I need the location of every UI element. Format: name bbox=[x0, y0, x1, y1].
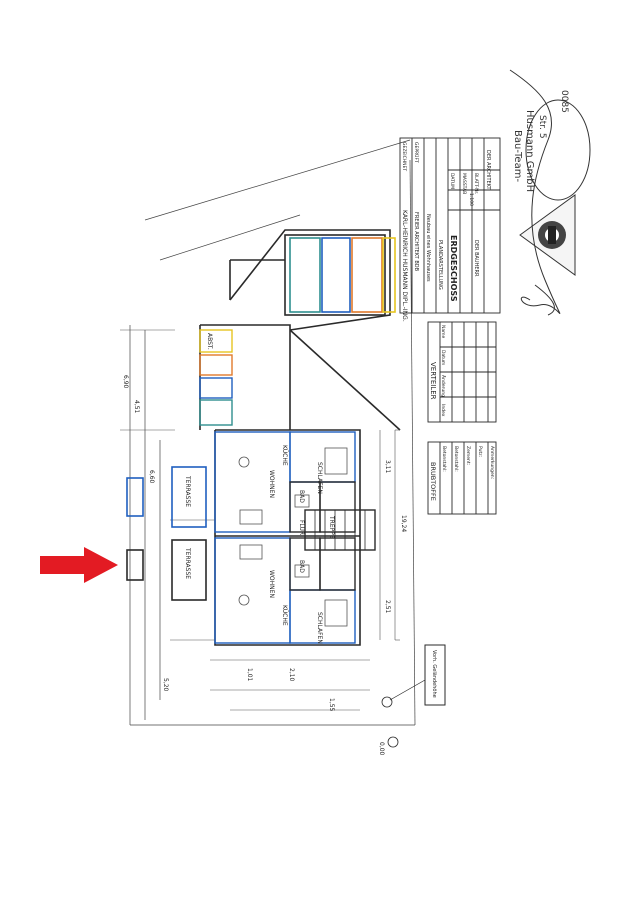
title-project: Neubau eines Wohnhauses bbox=[425, 214, 431, 282]
room-terrasse-bottom: TERRASSE bbox=[184, 547, 191, 579]
room-kueche-bottom: KÜCHE bbox=[281, 605, 288, 626]
room-kueche-top: KÜCHE bbox=[281, 445, 288, 466]
company-stamp: Bau-Team- Husmann GmbH Str. 5 0085 bbox=[509, 69, 591, 316]
brandstoffe-row-4: Anmerkungen: bbox=[489, 446, 495, 479]
brandstoffe-title: BRUBTOFFE bbox=[429, 462, 437, 501]
unit-top bbox=[214, 431, 356, 533]
dim-height-b: 4,51 bbox=[133, 400, 140, 414]
title-field-datum: DATUM bbox=[449, 173, 455, 189]
dim-stair-a: 2,51 bbox=[384, 600, 391, 614]
site-boundary bbox=[129, 139, 416, 726]
brandstoffe-row-1: Betonstahl: bbox=[453, 446, 459, 472]
title-plan-name: ERDGESCHOSS bbox=[449, 235, 458, 302]
title-plan-label: PLANDARSTELLUNG bbox=[437, 240, 443, 290]
title-block bbox=[399, 137, 501, 314]
brandstoffe-row-3: Putz: bbox=[477, 446, 483, 457]
dim-small-b: 2,10 bbox=[288, 668, 295, 682]
title-architekt-label: DER ARCHITEKT bbox=[485, 150, 491, 191]
stamp-line-4: 0085 bbox=[559, 90, 569, 113]
terrain-note: Vorh. Geländehöhe bbox=[381, 644, 446, 748]
stamp-line-2: Husmann GmbH bbox=[524, 110, 535, 192]
dim-level: 0,00 bbox=[378, 742, 385, 756]
title-bauherr-label: DER BAUHERR bbox=[473, 240, 479, 277]
dim-small-c: 1,55 bbox=[328, 698, 335, 712]
room-abstell: ABST. bbox=[206, 333, 213, 350]
dim-small-a: 1,01 bbox=[246, 668, 253, 682]
dim-left-b: 6,60 bbox=[148, 470, 155, 484]
brandstoffe-row-0: Betonstahl: bbox=[441, 446, 447, 472]
room-treppe: TREPPE bbox=[328, 515, 335, 539]
title-field-gezeichnet: GEZEICHNET bbox=[401, 142, 407, 171]
brandstoffe-table bbox=[427, 441, 497, 515]
title-field-massstab: MASSTAB bbox=[461, 173, 467, 194]
verteiler-header-0: Index bbox=[440, 404, 446, 417]
dimension-lines bbox=[120, 329, 400, 711]
title-field-blatt: BLATT-Nr. bbox=[473, 173, 479, 194]
verteiler-header-2: Datum bbox=[440, 350, 446, 365]
dim-stair-b: 3,11 bbox=[384, 460, 391, 474]
room-labels: SCHLAFEN SCHLAFEN TERRASSE TERRASSE WOHN… bbox=[184, 333, 335, 644]
room-bad-top: BAD bbox=[298, 490, 305, 503]
dim-height-a: 5,20 bbox=[162, 678, 169, 692]
stamp-line-1: Bau-Team- bbox=[512, 130, 523, 182]
room-bad-bottom: BAD bbox=[298, 560, 305, 573]
room-wohnen-top: WOHNEN bbox=[268, 470, 275, 498]
outbuilding bbox=[229, 234, 396, 316]
brandstoffe-row-2: Zement: bbox=[465, 446, 471, 465]
title-field-geprueft: GEPRÜFT bbox=[413, 142, 420, 163]
dim-left-a: 6,90 bbox=[122, 375, 129, 389]
room-wohnen-bottom: WOHNEN bbox=[268, 570, 275, 598]
room-terrasse-top: TERRASSE bbox=[184, 475, 191, 507]
furniture bbox=[238, 447, 348, 627]
title-architect-sub: FREIER ARCHITEKT BDB bbox=[413, 212, 419, 272]
room-schlafen-bottom: SCHLAFEN bbox=[316, 612, 323, 644]
unit-bottom bbox=[214, 537, 356, 644]
dimension-labels: 19,24 6,90 6,60 5,20 4,51 2,51 3,11 1,01… bbox=[122, 375, 407, 756]
title-architect: KARL-HEINRICH HUSMANN DIPL.-ING. bbox=[401, 210, 408, 322]
verteiler-header-1: Änderung bbox=[440, 375, 447, 397]
red-arrow-icon bbox=[40, 547, 118, 583]
terrain-note-text: Vorh. Geländehöhe bbox=[431, 650, 437, 698]
dim-overall: 19,24 bbox=[400, 515, 407, 532]
storage-rooms bbox=[199, 329, 233, 426]
staircase bbox=[304, 509, 376, 551]
terraces bbox=[126, 466, 207, 601]
room-flur: FLUR bbox=[298, 520, 305, 535]
verteiler-header-3: Name bbox=[440, 325, 446, 339]
stamp-line-3: Str. 5 bbox=[537, 115, 547, 139]
verteiler-table bbox=[427, 321, 497, 423]
room-schlafen-top: SCHLAFEN bbox=[316, 462, 323, 494]
title-scale: 1:100 bbox=[468, 193, 474, 206]
verteiler-title: VERTEILER bbox=[429, 362, 437, 400]
